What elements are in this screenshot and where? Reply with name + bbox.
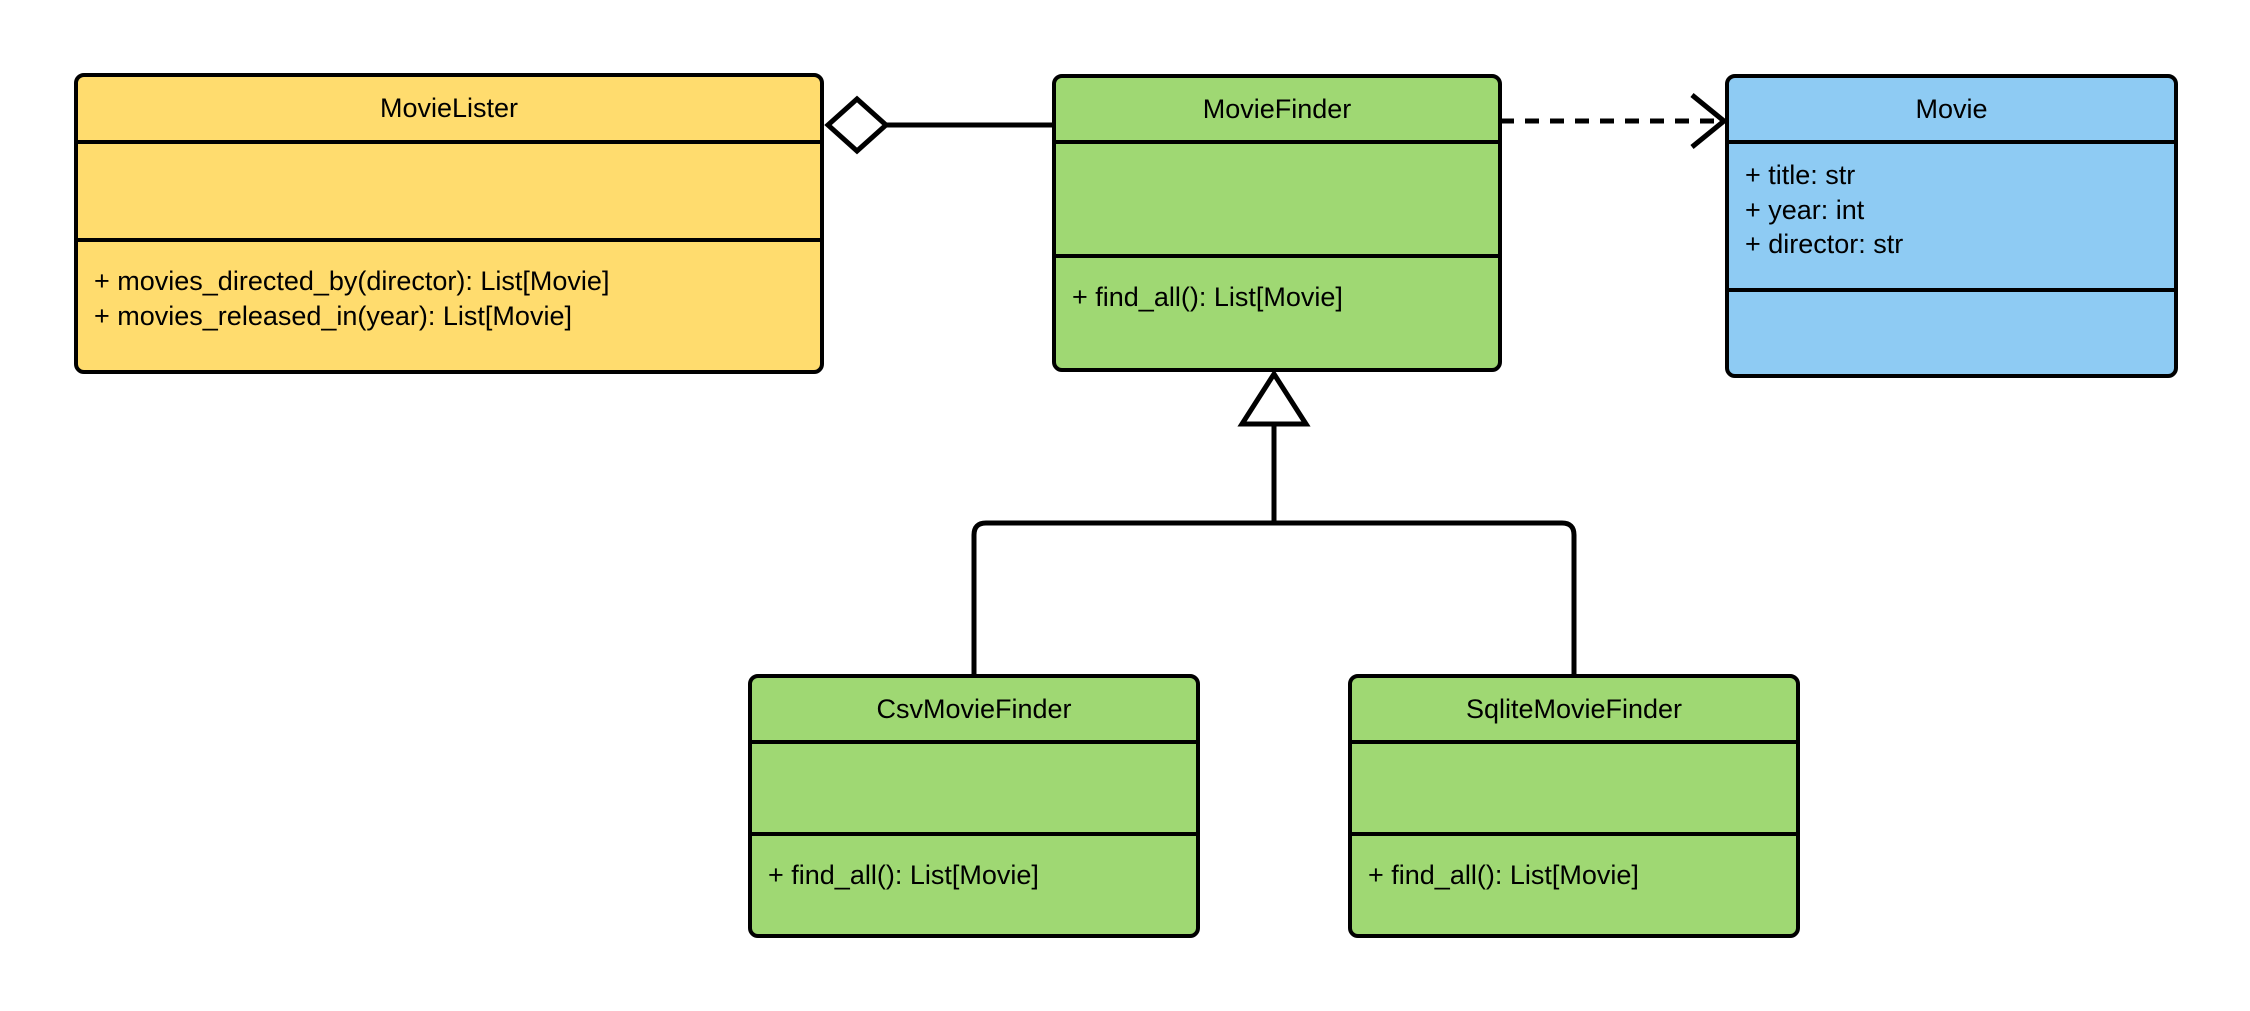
class-box-csv-movie-finder[interactable]: CsvMovieFinder + find_all(): List[Movie]: [748, 674, 1200, 938]
methods-compartment: [1729, 288, 2174, 374]
class-box-sqlite-movie-finder[interactable]: SqliteMovieFinder + find_all(): List[Mov…: [1348, 674, 1800, 938]
attributes-compartment: [1352, 740, 1796, 832]
methods-compartment: + find_all(): List[Movie]: [1056, 254, 1498, 368]
class-box-movie-lister[interactable]: MovieLister + movies_directed_by(directo…: [74, 73, 824, 374]
class-title-compartment: SqliteMovieFinder: [1352, 678, 1796, 740]
aggregation-edge-movielister-moviefinder: [824, 95, 1056, 155]
attributes-compartment: [78, 140, 820, 238]
class-box-movie-finder[interactable]: MovieFinder + find_all(): List[Movie]: [1052, 74, 1502, 372]
methods-compartment: + find_all(): List[Movie]: [1352, 832, 1796, 934]
generalization-branch: [971, 520, 1577, 676]
attributes-compartment: [752, 740, 1196, 832]
methods-compartment: + find_all(): List[Movie]: [752, 832, 1196, 934]
method-row: + find_all(): List[Movie]: [768, 860, 1039, 890]
attribute-row: + title: str: [1745, 160, 1856, 190]
method-row: + find_all(): List[Movie]: [1072, 282, 1343, 312]
methods-compartment: + movies_directed_by(director): List[Mov…: [78, 238, 820, 370]
attribute-row: + director: str: [1745, 229, 1904, 260]
class-title-compartment: MovieLister: [78, 77, 820, 140]
attribute-row: + year: int: [1745, 194, 1865, 225]
attributes-compartment: [1056, 140, 1498, 254]
class-title-compartment: Movie: [1729, 78, 2174, 140]
class-title-compartment: MovieFinder: [1056, 78, 1498, 140]
hollow-triangle-icon: [1237, 369, 1311, 427]
open-arrow-icon: [1690, 93, 1728, 149]
class-name-label: SqliteMovieFinder: [1465, 693, 1683, 724]
class-box-movie[interactable]: Movie + title: str + year: int + directo…: [1725, 74, 2178, 378]
dependency-edge-moviefinder-movie: [1500, 93, 1728, 149]
class-name-label: CsvMovieFinder: [876, 693, 1072, 724]
generalization-edge-group: [971, 369, 1577, 676]
class-title-compartment: CsvMovieFinder: [752, 678, 1196, 740]
method-row: + movies_directed_by(director): List[Mov…: [94, 266, 610, 296]
method-row: + movies_released_in(year): List[Movie]: [94, 300, 572, 331]
class-name-label: MovieFinder: [1202, 93, 1352, 124]
hollow-diamond-icon: [824, 95, 890, 155]
attributes-compartment: + title: str + year: int + director: str: [1729, 140, 2174, 288]
class-name-label: Movie: [1915, 93, 1988, 124]
class-name-label: MovieLister: [379, 93, 519, 123]
method-row: + find_all(): List[Movie]: [1368, 860, 1639, 890]
